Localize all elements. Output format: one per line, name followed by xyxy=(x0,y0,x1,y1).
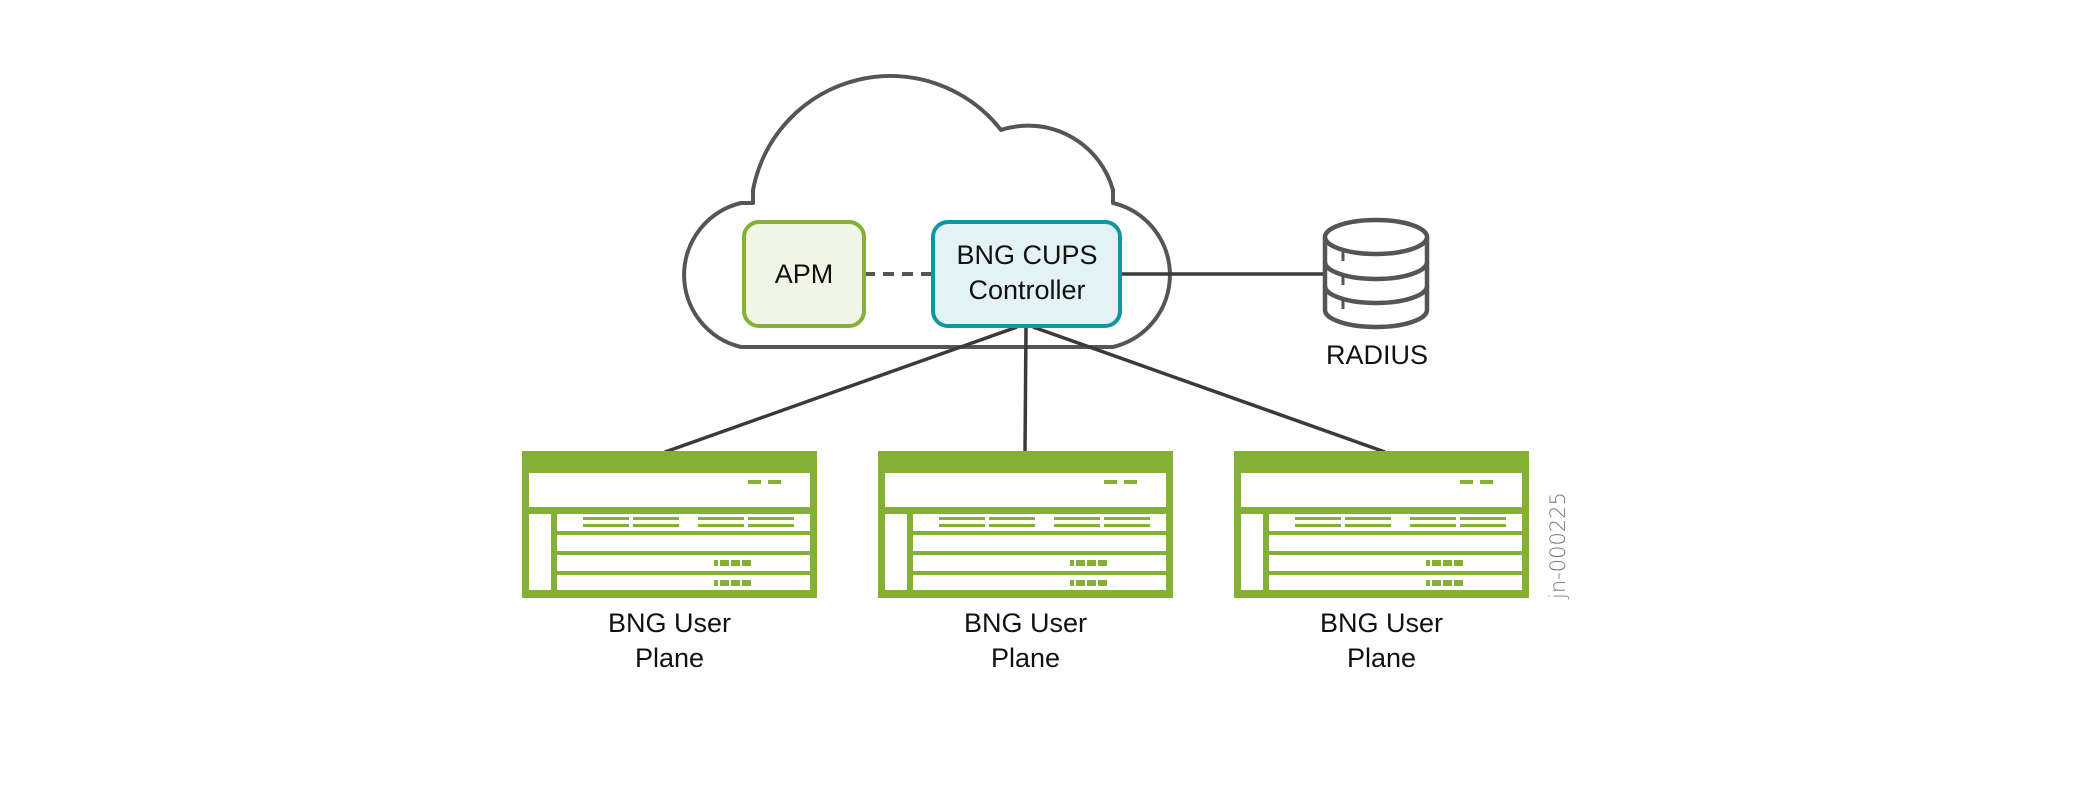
apm-node[interactable]: APM xyxy=(742,220,866,328)
controller-box xyxy=(931,220,1122,328)
radius-label: RADIUS xyxy=(1326,340,1428,370)
user-plane-label-line2: Plane xyxy=(1347,643,1416,673)
controller-label-line2: Controller xyxy=(968,275,1085,305)
router-icon xyxy=(1234,451,1529,598)
router-icon xyxy=(522,451,817,598)
user-plane-label-line2: Plane xyxy=(991,643,1060,673)
router-icon xyxy=(878,451,1173,598)
link-controller-userplane-1 xyxy=(664,325,1018,454)
link-controller-userplane-2 xyxy=(1023,326,1028,453)
user-plane-label-line1: BNG User xyxy=(964,608,1087,638)
controller-node[interactable]: BNG CUPS Controller xyxy=(931,220,1122,328)
user-plane-label-line2: Plane xyxy=(635,643,704,673)
user-plane-label-line1: BNG User xyxy=(608,608,731,638)
figure-id-watermark: jn-000225 xyxy=(1546,492,1570,600)
radius-node[interactable]: RADIUS xyxy=(1322,217,1430,370)
apm-label: APM xyxy=(775,259,834,289)
link-controller-userplane-3 xyxy=(1032,325,1386,454)
controller-label-line1: BNG CUPS xyxy=(956,240,1097,270)
user-plane-label-line1: BNG User xyxy=(1320,608,1443,638)
apm-box xyxy=(742,220,866,328)
database-icon xyxy=(1322,217,1430,330)
